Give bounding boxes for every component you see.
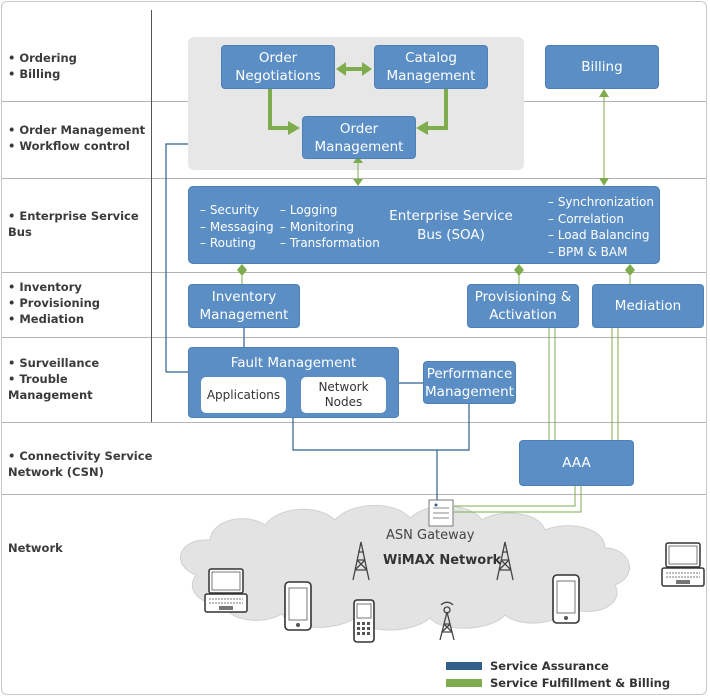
catalog-management-box[interactable]: Catalog Management bbox=[374, 45, 488, 89]
separator bbox=[2, 337, 706, 338]
separator bbox=[2, 494, 706, 495]
laptop-icon bbox=[204, 568, 248, 613]
esb-features-right: – Synchronization– Correlation– Load Bal… bbox=[548, 195, 654, 259]
esb-box[interactable]: Enterprise Service Bus (SOA) bbox=[188, 186, 660, 264]
layer-label-csn: • Connectivity Service Network (CSN) bbox=[8, 449, 153, 479]
performance-management-box[interactable]: Performance Management bbox=[423, 361, 516, 404]
inventory-management-box[interactable]: Inventory Management bbox=[188, 284, 300, 328]
asn-gateway-icon bbox=[428, 499, 454, 527]
legend-item-assurance: Service Assurance bbox=[446, 659, 609, 673]
layer-label-esb: • Enterprise Service Bus bbox=[8, 209, 139, 239]
smartphone-icon bbox=[552, 574, 580, 624]
mediation-box[interactable]: Mediation bbox=[592, 284, 704, 328]
layer-label-network: Network bbox=[8, 541, 63, 555]
laptop-icon bbox=[661, 542, 705, 587]
assurance-line-fault bbox=[165, 143, 188, 372]
legend-swatch bbox=[446, 662, 482, 670]
layer-label-surveillance: • Surveillance• Trouble Management bbox=[8, 356, 100, 402]
separator bbox=[2, 272, 706, 273]
order-management-box[interactable]: Order Management bbox=[302, 116, 416, 159]
mobile-phone-icon bbox=[353, 599, 375, 643]
esb-title: Enterprise Service Bus (SOA) bbox=[389, 208, 513, 243]
tower-icon bbox=[439, 601, 455, 641]
layer-label-order-management: • Order Management• Workflow control bbox=[8, 123, 146, 153]
assurance-line-perf bbox=[292, 404, 470, 451]
tower-icon bbox=[496, 541, 514, 581]
wimax-network-label: WiMAX Network bbox=[383, 553, 502, 568]
aaa-box[interactable]: AAA bbox=[519, 440, 634, 486]
layer-label-ordering: • Ordering• Billing bbox=[8, 51, 77, 81]
billing-box[interactable]: Billing bbox=[545, 45, 659, 89]
tower-icon bbox=[352, 541, 370, 581]
separator bbox=[2, 178, 706, 179]
layer-label-inventory: • Inventory• Provisioning• Mediation bbox=[8, 280, 101, 326]
esb-features-col2: – Logging– Monitoring– Transformation bbox=[280, 203, 380, 250]
esb-features-col1: – Security– Messaging– Routing bbox=[200, 203, 274, 250]
smartphone-icon bbox=[284, 581, 312, 631]
order-negotiations-box[interactable]: Order Negotiations bbox=[221, 45, 335, 89]
applications-box[interactable]: Applications bbox=[201, 377, 286, 413]
provisioning-activation-box[interactable]: Provisioning & Activation bbox=[467, 284, 579, 328]
layer-divider bbox=[151, 10, 152, 422]
asn-gateway-label: ASN Gateway bbox=[386, 528, 475, 543]
legend-item-fulfillment: Service Fulfillment & Billing bbox=[446, 676, 670, 690]
separator bbox=[2, 422, 706, 423]
legend-swatch bbox=[446, 679, 482, 687]
network-nodes-box[interactable]: Network Nodes bbox=[301, 377, 386, 413]
